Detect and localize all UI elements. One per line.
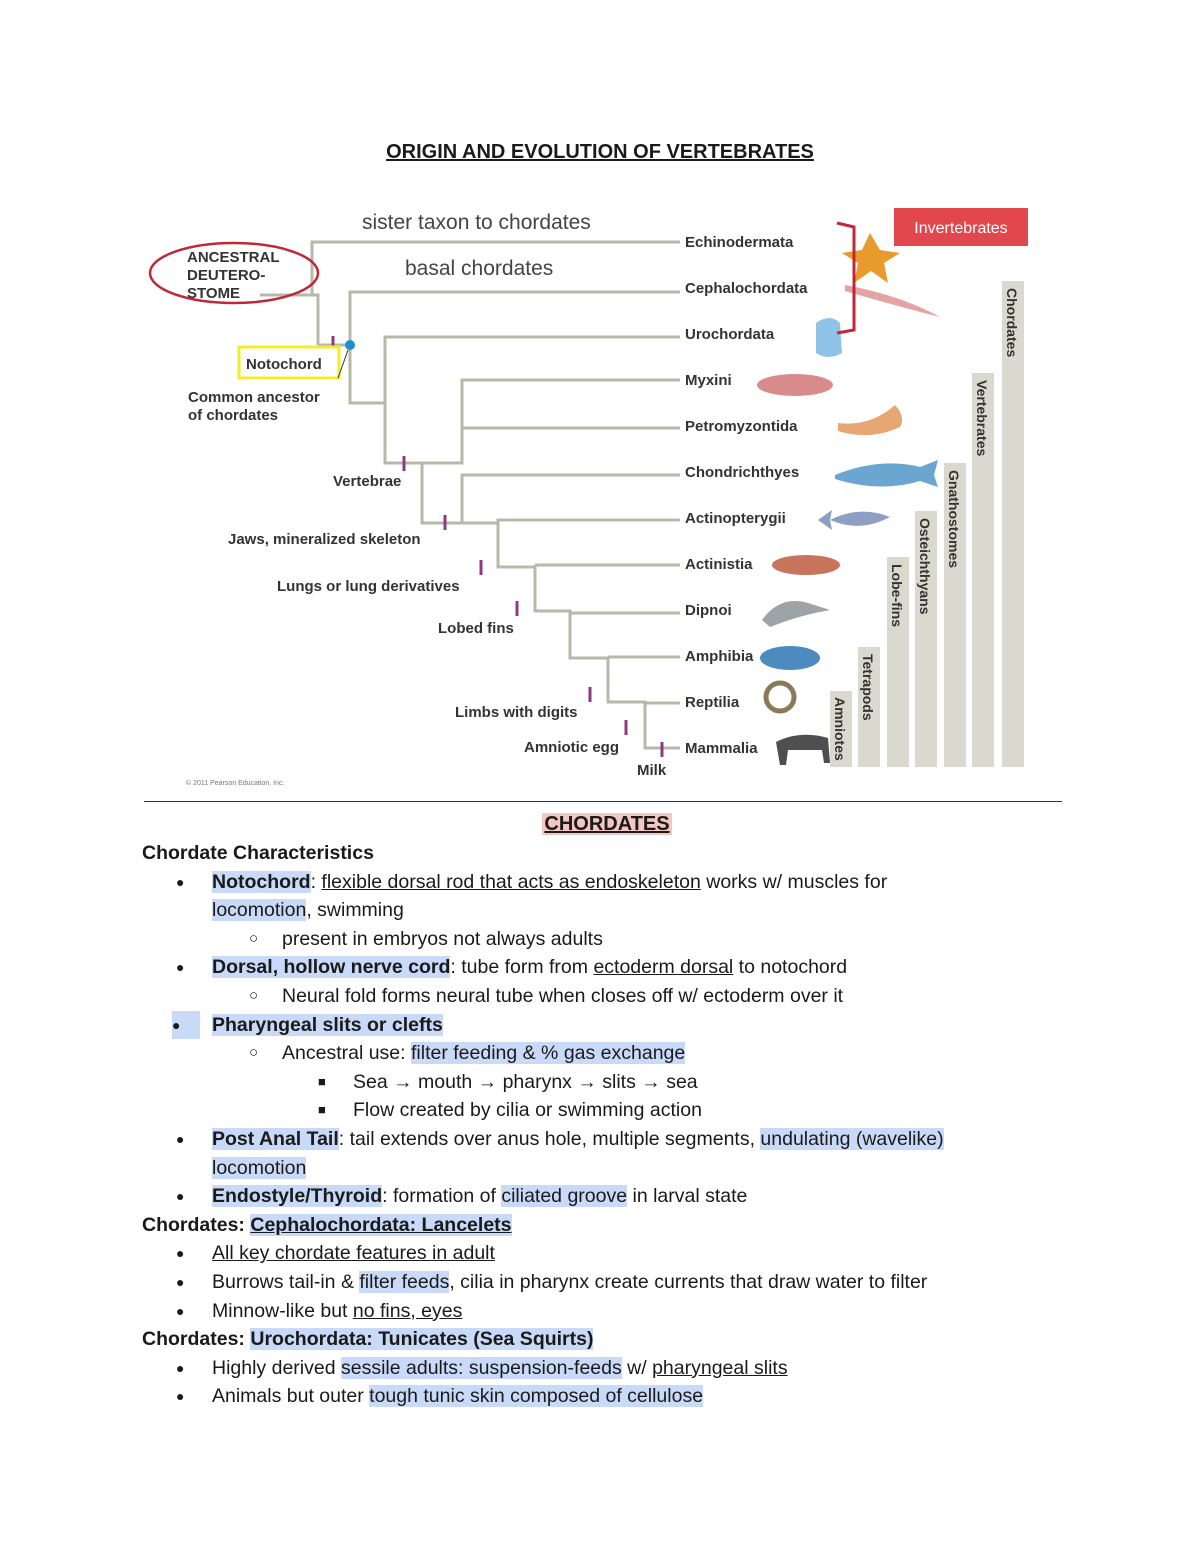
taxon-label: Mammalia [685,740,758,757]
clade-label-tetrapods: Tetrapods [860,654,876,721]
taxon-label: Chondrichthyes [685,464,799,481]
character-lobed-fins: Lobed fins [438,620,514,637]
animal-illustrations [757,233,940,765]
clade-bar-chordates [1002,281,1024,767]
clade-label-vertebrates: Vertebrates [974,380,990,456]
sister-taxon-label: sister taxon to chordates [362,211,591,234]
character-amniotic-egg: Amniotic egg [524,739,619,756]
clade-bar-gnathostomes [944,463,966,767]
sea-star-icon [842,233,900,283]
frog-icon [760,646,820,670]
clade-label-amniotes: Amniotes [832,697,848,761]
list-item: ●Highly derived sessile adults: suspensi… [176,1356,788,1379]
notes-body: CHORDATES Chordate Characteristics ●Noto… [142,810,1072,1411]
list-item: ●Pharyngeal slits or clefts [142,1010,1072,1040]
clade-label-chordates: Chordates [1004,288,1020,357]
taxon-label: Cephalochordata [685,280,808,297]
character-vertebrae: Vertebrae [333,473,401,490]
taxon-label: Urochordata [685,326,775,343]
tunicate-icon [816,318,842,357]
list-item: ●Post Anal Tail: tail extends over anus … [176,1127,944,1150]
taxon-label: Amphibia [685,648,754,665]
clade-bar-amniotes [830,691,852,767]
lancelets-heading: Chordates: Cephalochordata: Lancelets [142,1213,512,1236]
common-ancestor-label-2: of chordates [188,407,278,424]
list-item: ●All key chordate features in adult [176,1242,495,1265]
basal-chordates-label: basal chordates [405,257,553,280]
character-lungs: Lungs or lung derivatives [277,578,460,595]
list-subitem: ○present in embryos not always adults [249,927,603,950]
phylogenetic-tree: ANCESTRAL DEUTERO- STOME sister taxon to… [148,208,1028,787]
clade-label-gnathostomes: Gnathostomes [946,470,962,568]
ancestor-label-3: STOME [187,285,240,302]
clade-bar-lobe-fins [887,557,909,767]
taxon-label: Echinodermata [685,234,794,251]
list-subitem: ○Neural fold forms neural tube when clos… [249,984,844,1007]
character-milk: Milk [637,762,667,779]
common-ancestor-node [345,340,355,350]
ray-finned-fish-icon [818,510,890,530]
notochord-box [237,345,341,380]
taxon-labels: Echinodermata Cephalochordata Urochordat… [685,234,808,757]
list-item: ●Minnow-like but no fins, eyes [176,1299,463,1322]
list-subitem: ○Ancestral use: filter feeding & % gas e… [249,1042,686,1065]
taxon-label: Reptilia [685,694,740,711]
character-limbs: Limbs with digits [455,704,578,721]
clade-bar-tetrapods [858,647,880,767]
list-subsubitem: ■Flow created by cilia or swimming actio… [318,1099,702,1122]
notochord-label: Notochord [246,356,322,373]
wildebeest-icon [776,734,830,765]
clade-bar-osteichthyans [915,511,937,767]
notochord-pointer [337,349,349,379]
ancestor-label-1: ANCESTRAL [187,249,280,266]
characteristics-heading: Chordate Characteristics [142,842,374,864]
page-title: ORIGIN AND EVOLUTION OF VERTEBRATES [386,141,814,163]
coelacanth-icon [772,555,840,575]
hagfish-icon [757,374,833,396]
invertebrates-box [894,208,1028,246]
list-item: ●Notochord: flexible dorsal rod that act… [176,870,888,893]
lungfish-icon [762,601,830,627]
common-ancestor-label-1: Common ancestor [188,389,320,406]
copyright-notice: © 2011 Pearson Education, Inc. [186,779,284,787]
taxon-label: Actinopterygii [685,510,786,527]
section-heading: CHORDATES [542,813,672,835]
clade-label-osteichthyans: Osteichthyans [917,518,933,615]
lancelet-icon [845,285,940,317]
list-item: ●Dorsal, hollow nerve cord: tube form fr… [176,956,848,979]
taxon-label: Petromyzontida [685,418,798,435]
list-item: ●Endostyle/Thyroid: formation of ciliate… [176,1185,748,1208]
character-jaws: Jaws, mineralized skeleton [228,531,421,548]
taxon-label: Myxini [685,372,732,389]
shark-icon [835,460,938,487]
list-item-continued: locomotion, swimming [212,899,404,922]
list-item: ●Animals but outer tough tunic skin comp… [176,1385,704,1408]
clade-bar-vertebrates [972,373,994,767]
taxon-label: Dipnoi [685,602,732,619]
list-item: ●Burrows tail-in & filter feeds, cilia i… [176,1270,928,1293]
lamprey-icon [838,405,903,436]
taxon-label: Actinistia [685,556,753,573]
invertebrates-label: Invertebrates [914,220,1007,237]
tunicates-heading: Chordates: Urochordata: Tunicates (Sea S… [142,1328,594,1351]
clade-label-lobe-fins: Lobe-fins [889,564,905,627]
character-ticks [331,336,664,757]
clade-bars [830,281,1024,767]
ancestor-circle [148,241,320,305]
tree-branches [260,240,680,750]
horizontal-rule [144,801,1062,802]
ancestor-label-2: DEUTERO- [187,267,265,284]
list-item-continued: locomotion [212,1156,307,1179]
list-subsubitem: ■Sea → mouth → pharynx → slits → sea [318,1070,698,1093]
invertebrates-bracket [836,221,856,335]
snake-icon [763,680,797,714]
